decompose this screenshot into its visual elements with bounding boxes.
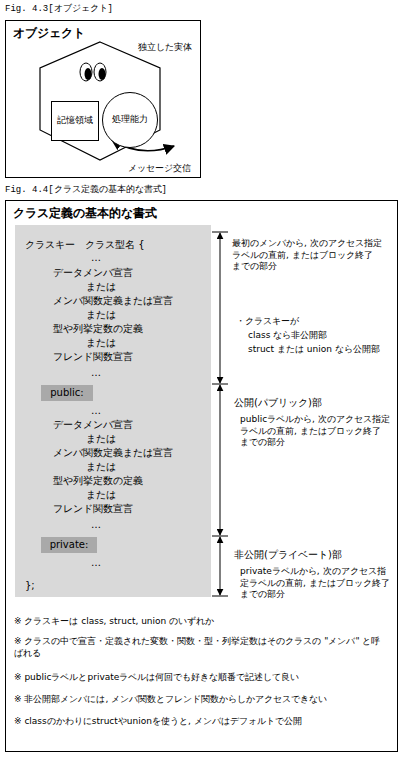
code-line: 型や列挙定数の定義 <box>53 475 143 488</box>
annotation-text: publicラベルから, 次のアクセス指定ラベルの直前, またはブロック終了 ま… <box>240 414 390 449</box>
node-text: 処理能力 <box>103 114 157 125</box>
annotation-text: privateラベルから, 次のアクセス指定ラベルの直前, またはブロック終了 … <box>240 566 390 601</box>
code-line: … <box>91 252 101 265</box>
code-line: または <box>86 489 116 502</box>
processing-circle: 処理能力 <box>102 92 158 148</box>
node-text: 記憶領域 <box>52 115 98 126</box>
code-line: データメンバ宣言 <box>53 419 133 432</box>
memory-box: 記憶領域 <box>51 101 99 141</box>
code-line: データメンバ宣言 <box>53 267 133 280</box>
figure-title: クラス定義の基本的な書式 <box>13 206 157 221</box>
annotation-text: 独立した実体 <box>138 42 192 54</box>
annotation-text: ・クラスキーが <box>236 316 299 328</box>
note-text: ※ クラスの中で宣言・定義された変数・関数・型・列挙定数はそのクラスの "メンバ… <box>14 636 386 659</box>
access-label: private: <box>41 537 97 553</box>
note-text: ※ クラスキーは class, struct, union のいずれか <box>14 616 214 628</box>
code-line: … <box>91 405 101 418</box>
figure-caption: Fig. 4.3[オブジェクト] <box>5 4 113 16</box>
code-line: … <box>91 557 101 570</box>
node-text: public: <box>41 387 93 400</box>
code-line: }; <box>25 580 35 593</box>
node-text: private: <box>41 539 97 552</box>
note-text: ※ 非公開部メンバには, メンバ関数とフレンド関数からしかアクセスできない <box>14 694 327 706</box>
code-line: メンバ関数定義または宣言 <box>53 447 173 460</box>
code-line: クラスキー クラス型名 { <box>25 239 145 252</box>
code-line: メンバ関数定義または宣言 <box>53 295 173 308</box>
annotation-text: struct または union なら公開部 <box>248 344 380 356</box>
code-line: または <box>86 433 116 446</box>
access-label: public: <box>41 385 93 401</box>
code-line: または <box>86 281 116 294</box>
annotation-text: 公開(パブリック)部 <box>234 396 322 409</box>
code-line: または <box>86 461 116 474</box>
code-line: または <box>86 337 116 350</box>
annotation-text: 非公開(プライベート)部 <box>234 548 342 561</box>
annotation-text: class なら非公開部 <box>248 330 327 342</box>
code-line: フレンド関数宣言 <box>53 351 133 364</box>
code-line: … <box>91 367 101 380</box>
object-hexagon <box>40 42 160 160</box>
range-brackets <box>212 232 228 596</box>
note-text: ※ classのかわりにstructやunionを使うと, メンバはデフォルトで… <box>14 716 302 728</box>
annotation-text: 最初のメンバから, 次のアクセス指定ラベルの直前, またはブロック終了 までの部… <box>232 238 382 273</box>
figure-title: オブジェクト <box>13 26 85 41</box>
note-text: ※ publicラベルとprivateラベルは何回でも好きな順番で記述して良い <box>14 672 299 684</box>
code-line: フレンド関数宣言 <box>53 503 133 516</box>
code-line: または <box>86 309 116 322</box>
annotation-text: メッセージ交信 <box>128 163 191 175</box>
code-line: … <box>91 519 101 532</box>
code-area: クラスキー クラス型名 {…データメンバ宣言またはメンバ関数定義または宣言または… <box>15 225 211 597</box>
eyes <box>80 63 106 81</box>
figure-box: クラス定義の基本的な書式クラスキー クラス型名 {…データメンバ宣言またはメンバ… <box>5 200 398 752</box>
figure-caption: Fig. 4.4[クラス定義の基本的な書式] <box>5 185 167 197</box>
code-line: 型や列挙定数の定義 <box>53 323 143 336</box>
